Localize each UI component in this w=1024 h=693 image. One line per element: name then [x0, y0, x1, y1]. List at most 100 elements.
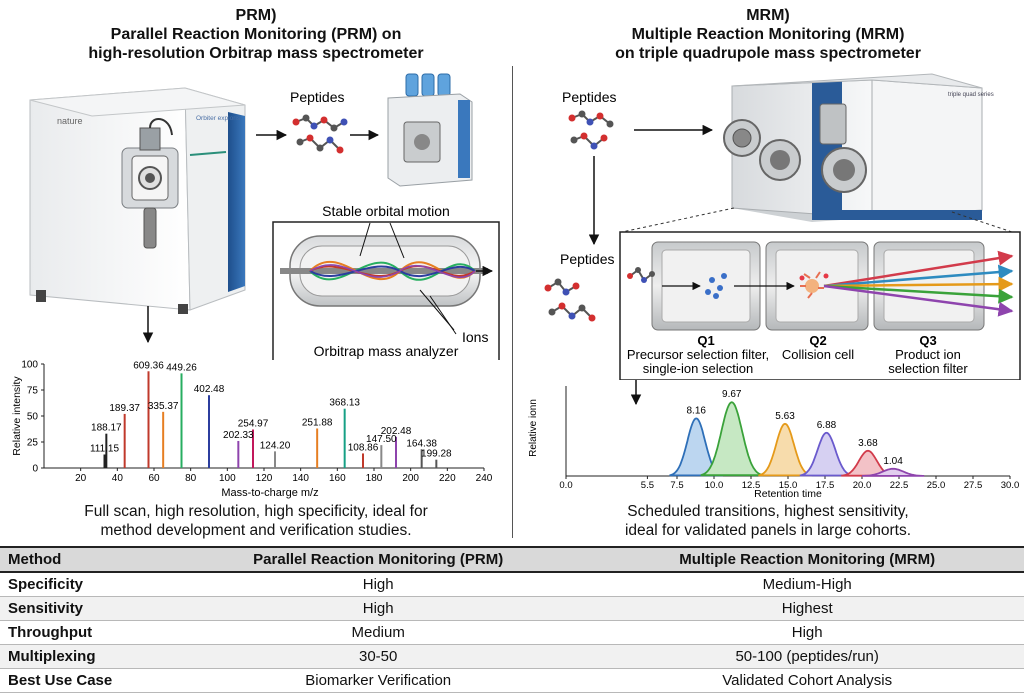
- prm-title: PRM) Parallel Reaction Monitoring (PRM) …: [0, 6, 512, 63]
- mrm-peptides-label-bottom: Peptides: [560, 251, 614, 267]
- orbitrap-instrument: nature Orbiter exploris: [29, 87, 246, 314]
- table-cell-mrm: 50-100 (peptides/run): [590, 644, 1024, 669]
- mrm-title: MRM) Multiple Reaction Monitoring (MRM) …: [512, 6, 1024, 63]
- prm-caption-line1: Full scan, high resolution, high specifi…: [84, 503, 428, 520]
- q3-desc-line1: Product ion: [895, 347, 961, 362]
- ms-y-tick-label: 100: [21, 360, 38, 371]
- ms-peak-label: 188.17: [91, 423, 122, 434]
- mrm-peptide-molecules-top: [568, 110, 614, 150]
- prm-caption: Full scan, high resolution, high specifi…: [0, 502, 512, 540]
- ms-peak-label: 147.50: [366, 434, 397, 445]
- ms-peak-label: 202.48: [381, 426, 412, 437]
- lc-peak-label: 5.63: [775, 411, 795, 422]
- table-row: Best Use Case Biomarker Verification Val…: [0, 668, 1024, 693]
- comparison-table: Method Parallel Reaction Monitoring (PRM…: [0, 546, 1024, 693]
- ms-x-tick-label: 180: [366, 473, 383, 484]
- prm-caption-line2: method development and verification stud…: [100, 522, 412, 539]
- q2-desc: Collision cell: [782, 347, 854, 362]
- quadrupole-panel: Peptides: [544, 231, 1021, 380]
- lc-x-tick-label: 15.0: [779, 480, 798, 491]
- ms-x-tick-label: 200: [402, 473, 419, 484]
- ms-x-tick-label: 220: [439, 473, 456, 484]
- ms-x-tick-label: 80: [185, 473, 197, 484]
- ms-peak-label: 202.33: [223, 430, 254, 441]
- lc-peak: [862, 467, 925, 477]
- table-row: Multiplexing 30-50 50-100 (peptides/run): [0, 644, 1024, 669]
- ms-xlabel: Mass-to-charge m/z: [221, 487, 318, 499]
- table-cell-prm: Biomarker Verification: [166, 668, 591, 693]
- q1-desc-line1: Precursor selection filter,: [627, 347, 769, 362]
- ms-x-tick-label: 100: [219, 473, 236, 484]
- table-row: Throughput Medium High: [0, 620, 1024, 645]
- prm-peptides-label: Peptides: [290, 89, 344, 105]
- mrm-peptide-molecules-bottom: [544, 278, 596, 322]
- table-cell-metric: Multiplexing: [0, 644, 166, 669]
- ms-peak-label: 402.48: [194, 384, 225, 395]
- ms-x-tick-label: 120: [256, 473, 273, 484]
- orbitrap-ions-label: Ions: [462, 329, 488, 345]
- ms-peak-label: 189.37: [109, 403, 140, 414]
- lc-x-tick-label: 7.5: [670, 480, 683, 491]
- ms-peak-label: 199.28: [421, 449, 452, 460]
- orbitrap-analyzer-box: Stable orbital motion Ions Orbitrap mass…: [272, 203, 500, 360]
- table-header-row: Method Parallel Reaction Monitoring (PRM…: [0, 547, 1024, 573]
- ms-peak-label: 251.88: [302, 417, 333, 428]
- table-cell-prm: High: [166, 596, 591, 621]
- ms-peak-label: 449.26: [166, 362, 197, 373]
- lc-peak-label: 6.88: [817, 420, 837, 431]
- mrm-title-line2: Multiple Reaction Monitoring (MRM): [631, 26, 905, 43]
- ms-peak-label: 368.13: [329, 398, 360, 409]
- table-header-method: Method: [0, 547, 166, 573]
- triple-quad-model: triple quad series: [948, 92, 994, 98]
- q3-label: Q3: [919, 333, 936, 348]
- table-cell-prm: Medium: [166, 620, 591, 645]
- ms-peak-label: 164.38: [406, 438, 437, 449]
- ms-peak-label: 335.37: [148, 401, 179, 412]
- q1-desc-line2: single-ion selection: [643, 361, 754, 376]
- zoom-line-left: [621, 207, 735, 233]
- ms-ylabel: Relative intensity: [11, 376, 23, 456]
- ms-peak-labels: 111.15188.17189.37609.36335.37449.26402.…: [90, 360, 452, 459]
- lc-x-tick-label: 12.5: [742, 480, 761, 491]
- ms-peak-label: 254.97: [238, 419, 269, 430]
- arrow-to-chromatogram-wrap: [630, 380, 642, 406]
- ms-peak-label: 108.86: [348, 442, 379, 453]
- center-divider: [512, 66, 513, 538]
- lc-system: [387, 73, 473, 187]
- lc-peak-label: 8.16: [687, 405, 707, 416]
- orbitrap-motion-label: Stable orbital motion: [322, 203, 450, 219]
- table-header-mrm: Multiple Reaction Monitoring (MRM): [590, 547, 1024, 573]
- ms-y-tick-label: 25: [27, 438, 39, 449]
- prm-title-line3: high-resolution Orbitrap mass spectromet…: [88, 45, 424, 62]
- ms-x-tick-label: 140: [292, 473, 309, 484]
- triple-quad-instrument: triple quad series: [723, 73, 994, 222]
- table-row: Specificity High Medium-High: [0, 572, 1024, 597]
- prm-title-line2: Parallel Reaction Monitoring (PRM) on: [110, 26, 402, 43]
- mrm-caption-line1: Scheduled transitions, highest sensitivi…: [627, 503, 909, 520]
- lc-x-tick-label: 5.5: [641, 480, 654, 491]
- mrm-illustration: Peptides triple quad series Peptides: [544, 73, 1021, 380]
- mrm-title-line1: MRM): [746, 7, 790, 24]
- ms-x-tick-label: 240: [476, 473, 493, 484]
- q3-desc-line2: selection filter: [888, 361, 968, 376]
- ms-peak-label: 111.15: [90, 443, 120, 454]
- mrm-title-line3: on triple quadrupole mass spectrometer: [615, 45, 921, 62]
- ms-x-tick-label: 160: [329, 473, 346, 484]
- ms-x-tick-label: 40: [112, 473, 124, 484]
- table-cell-metric: Throughput: [0, 620, 166, 645]
- lc-peak-label: 1.04: [883, 456, 903, 467]
- lc-peak-label: 3.68: [858, 438, 878, 449]
- lc-x-tick-label: 10.0: [705, 480, 724, 491]
- lc-xlabel: Retention time: [754, 488, 822, 500]
- lc-peak: [758, 422, 812, 477]
- prm-illustration: nature Orbiter exploris Peptides Stable …: [29, 73, 500, 360]
- lc-x-tick-label: 30.0: [1001, 480, 1020, 491]
- orbitrap-analyzer-label: Orbitrap mass analyzer: [314, 343, 459, 359]
- lc-x-tick-label: 27.5: [964, 480, 983, 491]
- mrm-caption: Scheduled transitions, highest sensitivi…: [512, 502, 1024, 540]
- ms-x-tick-label: 20: [75, 473, 87, 484]
- ms-x-tick-label: 60: [148, 473, 160, 484]
